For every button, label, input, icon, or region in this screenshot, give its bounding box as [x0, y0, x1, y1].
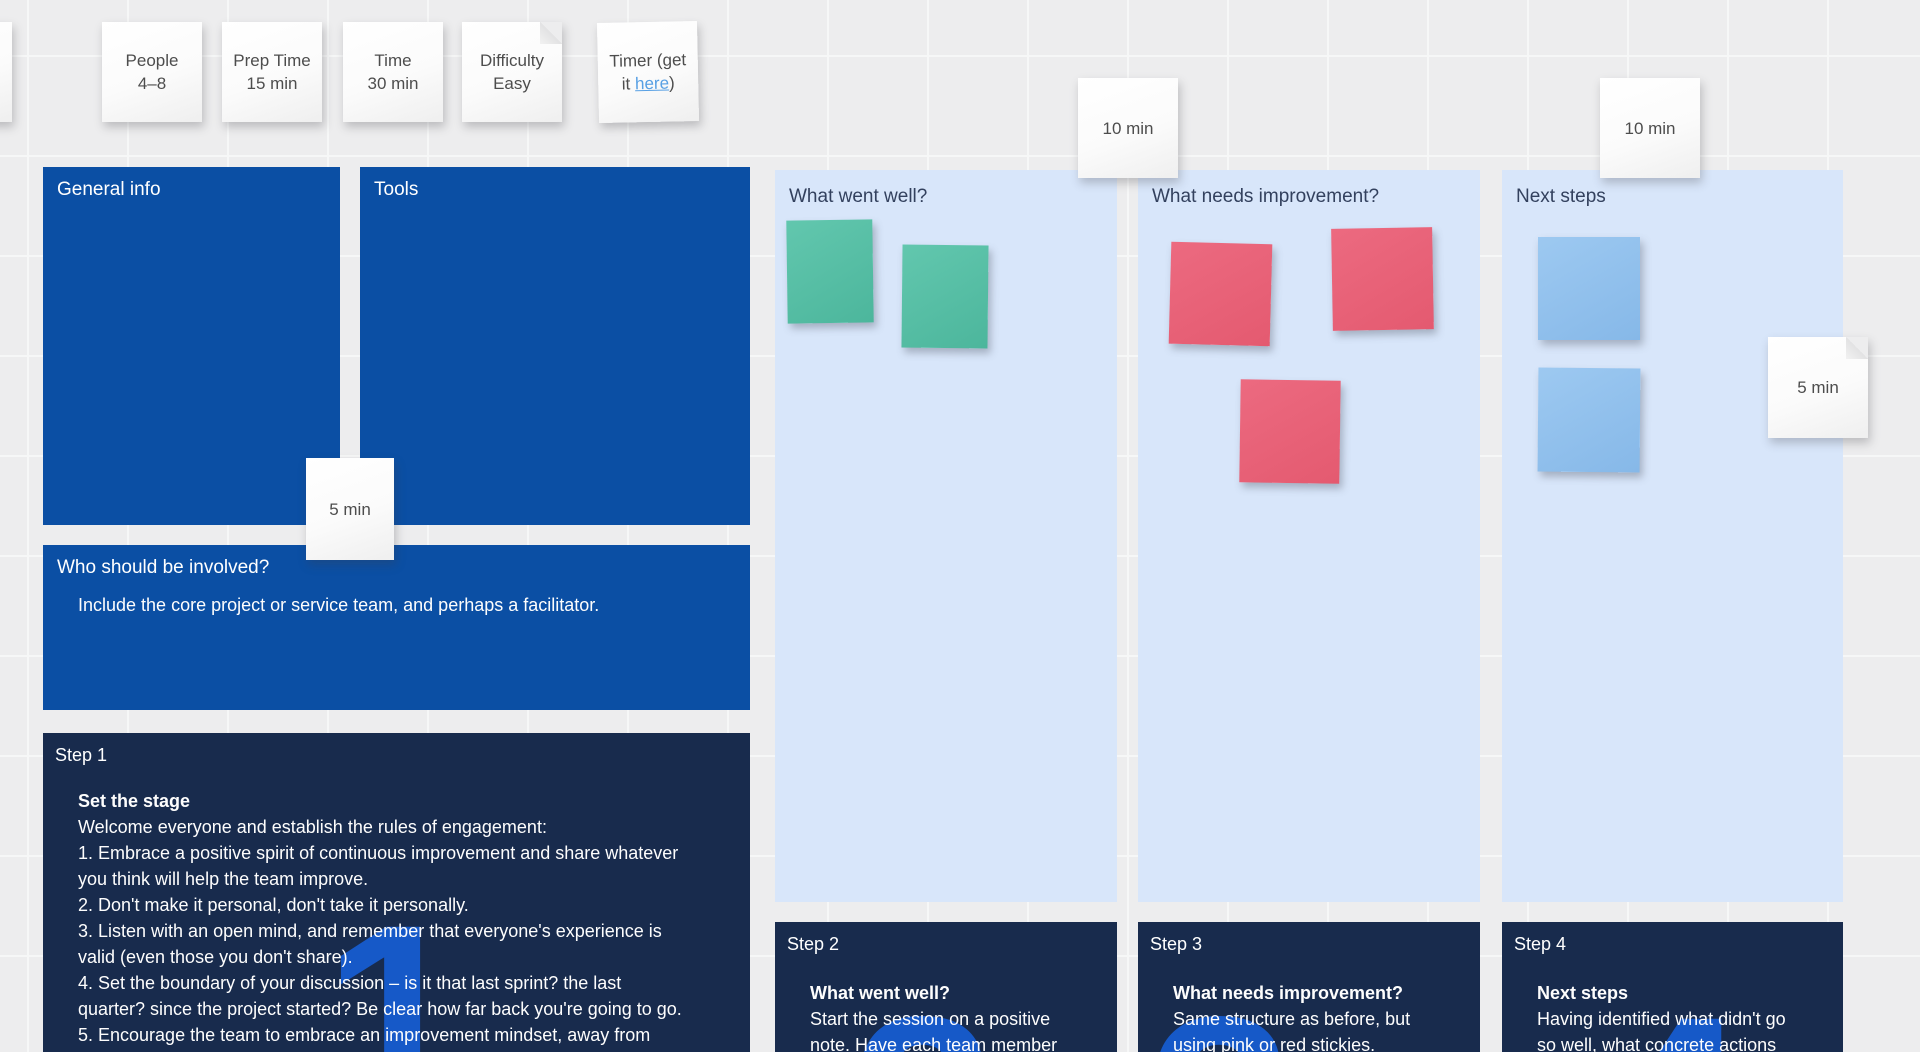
note-improvement-1[interactable] — [1168, 241, 1273, 347]
sticky-line: 30 min — [367, 74, 419, 93]
info-sticky-difficulty[interactable]: Difficulty Easy — [462, 22, 562, 122]
step-body-line: Start the session on a positive — [810, 1009, 1051, 1029]
step-body-line: note. Have each team member — [810, 1035, 1058, 1052]
sticky-line: 10 min — [1624, 118, 1676, 138]
step-label: Step 4 — [1514, 934, 1567, 954]
general-info-panel[interactable]: General info — [43, 167, 340, 525]
info-sticky-time[interactable]: Time 30 min — [343, 22, 443, 122]
info-sticky-timer[interactable]: Timer (get it here) — [596, 20, 700, 124]
step-number-watermark: 2 — [850, 978, 996, 1052]
step-body-line: 3. Listen with an open mind, and remembe… — [78, 921, 662, 941]
step-heading: Next steps — [1537, 983, 1629, 1003]
info-sticky-prep-time[interactable]: Prep Time 15 min — [222, 22, 322, 122]
column-title: Next steps — [1516, 186, 1606, 207]
sticky-line: Time — [374, 51, 412, 70]
timer-sticky-5min-left[interactable]: 5 min — [306, 458, 394, 560]
timer-here-link[interactable]: here — [634, 73, 670, 94]
step-body-line: valid (even those you don't share). — [78, 947, 353, 967]
sticky-line: it here) — [621, 73, 675, 94]
sticky-line: Difficulty — [480, 51, 544, 70]
timer-sticky-10min-improvement[interactable]: 10 min — [1078, 78, 1178, 178]
timer-sticky-10min-next[interactable]: 10 min — [1600, 78, 1700, 178]
step3-panel[interactable]: 3 Step 3 What needs improvement? Same st… — [1138, 922, 1480, 1052]
edge-cut-sticky[interactable] — [0, 22, 12, 122]
timer-sticky-5min-right[interactable]: 5 min — [1768, 337, 1868, 438]
step-body-line: 5. Encourage the team to embrace an impr… — [78, 1025, 651, 1045]
step-body-line: quarter? since the project started? Be c… — [78, 999, 682, 1019]
step-number-watermark: 1 — [323, 870, 469, 1052]
step-body-line: you think will help the team improve. — [78, 869, 369, 889]
sticky-line: 10 min — [1102, 118, 1154, 138]
step-heading: Set the stage — [78, 791, 191, 811]
step-number-watermark: 3 — [1148, 978, 1294, 1052]
sticky-line: 4–8 — [137, 74, 167, 93]
sticky-line: 5 min — [329, 499, 371, 519]
column-title: What went well? — [789, 186, 928, 207]
sticky-line: Timer (get — [609, 50, 687, 71]
sticky-line: Prep Time — [233, 51, 311, 70]
note-went-well-1[interactable] — [786, 219, 874, 324]
folded-corner — [1846, 337, 1868, 359]
note-went-well-2[interactable] — [901, 244, 989, 349]
note-improvement-2[interactable] — [1331, 227, 1434, 331]
sticky-line: 5 min — [1797, 378, 1839, 397]
who-body-text: Include the core project or service team… — [78, 595, 600, 615]
sticky-line: 15 min — [246, 74, 298, 93]
step-body-line: Welcome everyone and establish the rules… — [78, 817, 547, 837]
info-sticky-people[interactable]: People 4–8 — [102, 22, 202, 122]
panel-title: Who should be involved? — [57, 557, 270, 578]
step-body-line: Same structure as before, but — [1173, 1009, 1411, 1029]
step-body-line: Having identified what didn't go — [1537, 1009, 1786, 1029]
panel-title: General info — [57, 179, 161, 200]
step-body-line: so well, what concrete actions — [1537, 1035, 1777, 1052]
step2-panel[interactable]: 2 Step 2 What went well? Start the sessi… — [775, 922, 1117, 1052]
step-heading: What went well? — [810, 983, 951, 1003]
step-label: Step 3 — [1150, 934, 1203, 954]
step-body-line: using pink or red stickies. — [1173, 1035, 1376, 1052]
sticky-line: Easy — [493, 74, 531, 93]
tools-panel[interactable]: Tools — [360, 167, 750, 525]
note-improvement-3[interactable] — [1239, 379, 1341, 484]
panel-title: Tools — [374, 179, 419, 200]
step-body-line: 1. Embrace a positive spirit of continuo… — [78, 843, 679, 863]
column-title: What needs improvement? — [1152, 186, 1380, 207]
step-body-line: 4. Set the boundary of your discussion –… — [78, 973, 622, 993]
step-number-watermark: 4 — [1601, 978, 1747, 1052]
step1-panel[interactable]: 1 Step 1 Set the stage Welcome everyone … — [43, 733, 750, 1052]
note-next-steps-1[interactable] — [1538, 237, 1640, 340]
step-label: Step 2 — [787, 934, 840, 954]
sticky-line: People — [125, 51, 179, 70]
note-next-steps-2[interactable] — [1537, 367, 1641, 473]
step-body-line: 2. Don't make it personal, don't take it… — [78, 895, 469, 915]
folded-corner — [540, 22, 562, 44]
step-heading: What needs improvement? — [1173, 983, 1404, 1003]
step-label: Step 1 — [55, 745, 108, 765]
step4-panel[interactable]: 4 Step 4 Next steps Having identified wh… — [1502, 922, 1843, 1052]
who-panel[interactable]: Who should be involved? Include the core… — [43, 545, 750, 710]
step-body-line: blame. — [78, 1048, 746, 1052]
